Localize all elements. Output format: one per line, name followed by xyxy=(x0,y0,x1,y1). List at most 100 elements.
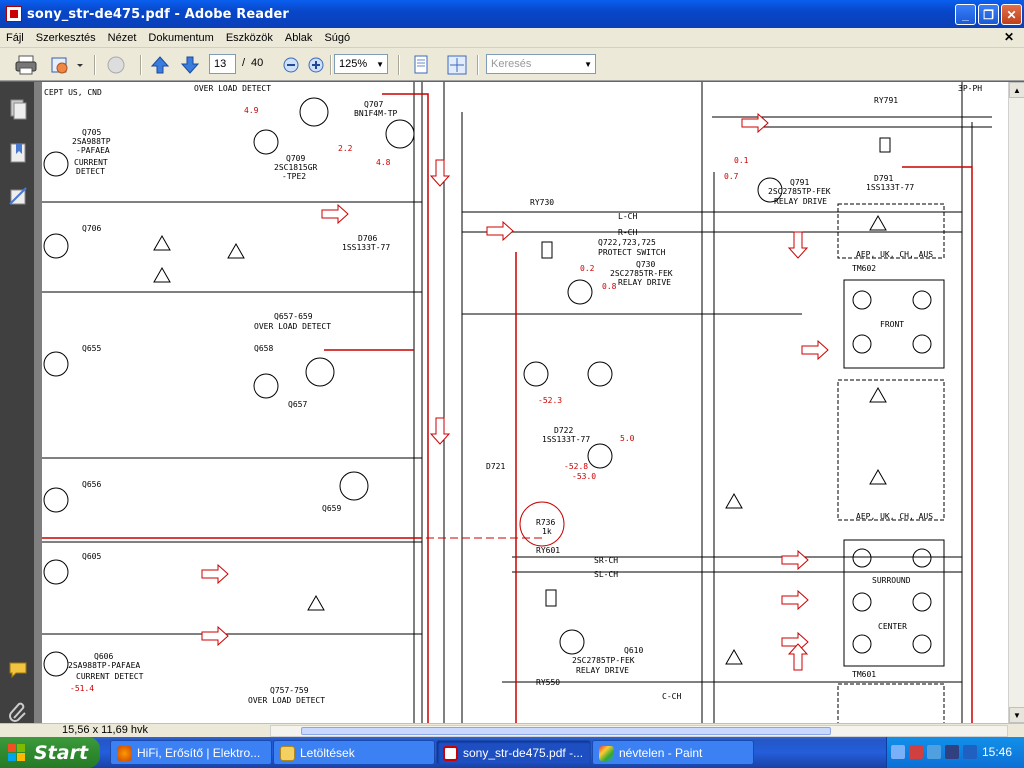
comments-icon[interactable] xyxy=(8,660,28,682)
diode-label: D791 xyxy=(874,174,894,183)
voltage-label: -52.8 xyxy=(564,462,589,471)
volume-icon[interactable] xyxy=(945,745,959,759)
menu-bar: Fájl Szerkesztés Nézet Dokumentum Eszköz… xyxy=(0,28,1024,48)
menu-tools[interactable]: Eszközök xyxy=(225,31,273,44)
hand-tool-button[interactable] xyxy=(102,53,130,77)
transistor-label: Q658 xyxy=(254,344,274,353)
system-tray: 15:46 xyxy=(886,737,1024,768)
task-label: HiFi, Erősítő | Elektro... xyxy=(137,745,261,760)
pages-icon[interactable] xyxy=(8,98,28,120)
menu-help[interactable]: Súgó xyxy=(324,31,351,44)
start-label: Start xyxy=(34,741,89,764)
full-screen-button[interactable] xyxy=(444,53,470,77)
part-label: 1SS133T-77 xyxy=(866,183,915,192)
voltage-label: 0.1 xyxy=(734,156,749,165)
function-label: RELAY DRIVE xyxy=(576,666,629,675)
transistor-label: Q706 xyxy=(82,224,102,233)
attachments-icon[interactable] xyxy=(8,702,28,724)
document-close-button[interactable]: ✕ xyxy=(1003,30,1014,44)
scroll-up-icon[interactable]: ▲ xyxy=(1009,82,1024,98)
terminal-label: SURROUND xyxy=(872,576,911,585)
schematic-diagram xyxy=(42,82,992,723)
relay-label: RY550 xyxy=(536,678,561,687)
network-icon[interactable] xyxy=(927,745,941,759)
overload-label: OVER LOAD DETECT xyxy=(254,322,332,331)
arrow-down-icon xyxy=(180,56,200,74)
document-view[interactable]: CEPT US, CND OVER LOAD DETECT Q705 2SA98… xyxy=(34,82,1008,723)
menu-file[interactable]: Fájl xyxy=(6,31,24,44)
window-title: sony_str-de475.pdf - Adobe Reader xyxy=(27,6,289,22)
overload-label: Q757-759 xyxy=(270,686,309,695)
function-label: CURRENT xyxy=(74,158,108,167)
zoom-out-button[interactable] xyxy=(280,53,302,77)
horizontal-scrollbar[interactable] xyxy=(270,725,1008,737)
toolbar xyxy=(0,48,1024,81)
fit-width-button[interactable] xyxy=(408,53,434,77)
channel-label: SR-CH xyxy=(594,556,619,565)
taskbar-item-firefox[interactable]: HiFi, Erősítő | Elektro... xyxy=(110,740,272,765)
terminal-label: CENTER xyxy=(878,622,907,631)
transistor-label: Q730 xyxy=(636,260,656,269)
search-input[interactable]: Keresés ▼ xyxy=(486,54,596,74)
close-button[interactable]: ✕ xyxy=(1001,4,1022,25)
transistor-label: Q791 xyxy=(790,178,810,187)
collaborate-button[interactable] xyxy=(48,53,86,77)
paint-icon xyxy=(599,746,614,761)
language-icon[interactable] xyxy=(963,745,977,759)
diode-label: D722 xyxy=(554,426,574,435)
clock: 15:46 xyxy=(981,745,1012,759)
voltage-label: 0.2 xyxy=(580,264,595,273)
maximize-button[interactable]: ❐ xyxy=(978,4,999,25)
transistor-label: Q606 xyxy=(94,652,114,661)
menu-edit[interactable]: Szerkesztés xyxy=(35,31,96,44)
voltage-label: 5.0 xyxy=(620,434,635,443)
minimize-button[interactable]: _ xyxy=(955,4,976,25)
fit-page-icon xyxy=(447,55,467,75)
menu-view[interactable]: Nézet xyxy=(107,31,137,44)
show-hidden-icons-icon[interactable] xyxy=(891,745,905,759)
diode-label: D706 xyxy=(358,234,378,243)
connector-label: 3P-PH xyxy=(958,84,983,93)
taskbar-item-adobe-reader[interactable]: sony_str-de475.pdf -... xyxy=(436,740,591,765)
transistor-label: Q656 xyxy=(82,480,102,489)
signatures-icon[interactable] xyxy=(8,186,28,208)
zoom-in-icon xyxy=(308,57,324,73)
scroll-down-icon[interactable]: ▼ xyxy=(1009,707,1024,723)
overload-label: OVER LOAD DETECT xyxy=(248,696,326,705)
hand-icon xyxy=(107,56,125,74)
terminal-label: FRONT xyxy=(880,320,905,329)
page-size-label: 15,56 x 11,69 hvk xyxy=(62,724,149,736)
scroll-thumb[interactable] xyxy=(301,727,831,735)
bookmarks-icon[interactable] xyxy=(8,142,28,164)
taskbar-item-paint[interactable]: névtelen - Paint xyxy=(592,740,754,765)
print-button[interactable] xyxy=(12,53,40,77)
task-label: sony_str-de475.pdf -... xyxy=(463,745,584,760)
taskbar-item-folder[interactable]: Letöltések xyxy=(273,740,435,765)
transistor-label: Q610 xyxy=(624,646,644,655)
zoom-select[interactable]: 125% ▼ xyxy=(334,54,388,74)
channel-label: L-CH xyxy=(618,212,638,221)
zoom-in-button[interactable] xyxy=(305,53,327,77)
part-label: 2SA988TP xyxy=(72,137,111,146)
part-label: 2SC2785TR-FEK xyxy=(610,269,673,278)
part-label: -TPE2 xyxy=(282,172,307,181)
search-placeholder: Keresés xyxy=(491,58,532,70)
voltage-label: 4.8 xyxy=(376,158,391,167)
page-number-input[interactable]: 13 xyxy=(209,54,236,74)
start-button[interactable]: Start xyxy=(0,737,100,768)
next-page-button[interactable] xyxy=(178,53,202,77)
function-label: RELAY DRIVE xyxy=(618,278,671,287)
previous-page-button[interactable] xyxy=(148,53,172,77)
resistor-value: 1k xyxy=(542,527,552,536)
menu-window[interactable]: Ablak xyxy=(284,31,313,44)
part-label: 2SC1815GR xyxy=(274,163,318,172)
tray-app-icon[interactable] xyxy=(909,745,923,759)
menu-document[interactable]: Dokumentum xyxy=(148,31,214,44)
vertical-scrollbar[interactable]: ▲ ▼ xyxy=(1008,82,1024,723)
overload-label: Q657-659 xyxy=(274,312,313,321)
page-fit-icon xyxy=(414,55,428,74)
region-label: AEP, UK, CH, AUS xyxy=(856,512,934,521)
zoom-out-icon xyxy=(283,57,299,73)
pdf-page: CEPT US, CND OVER LOAD DETECT Q705 2SA98… xyxy=(42,82,1008,723)
part-label: 2SC2785TP-FEK xyxy=(572,656,635,665)
